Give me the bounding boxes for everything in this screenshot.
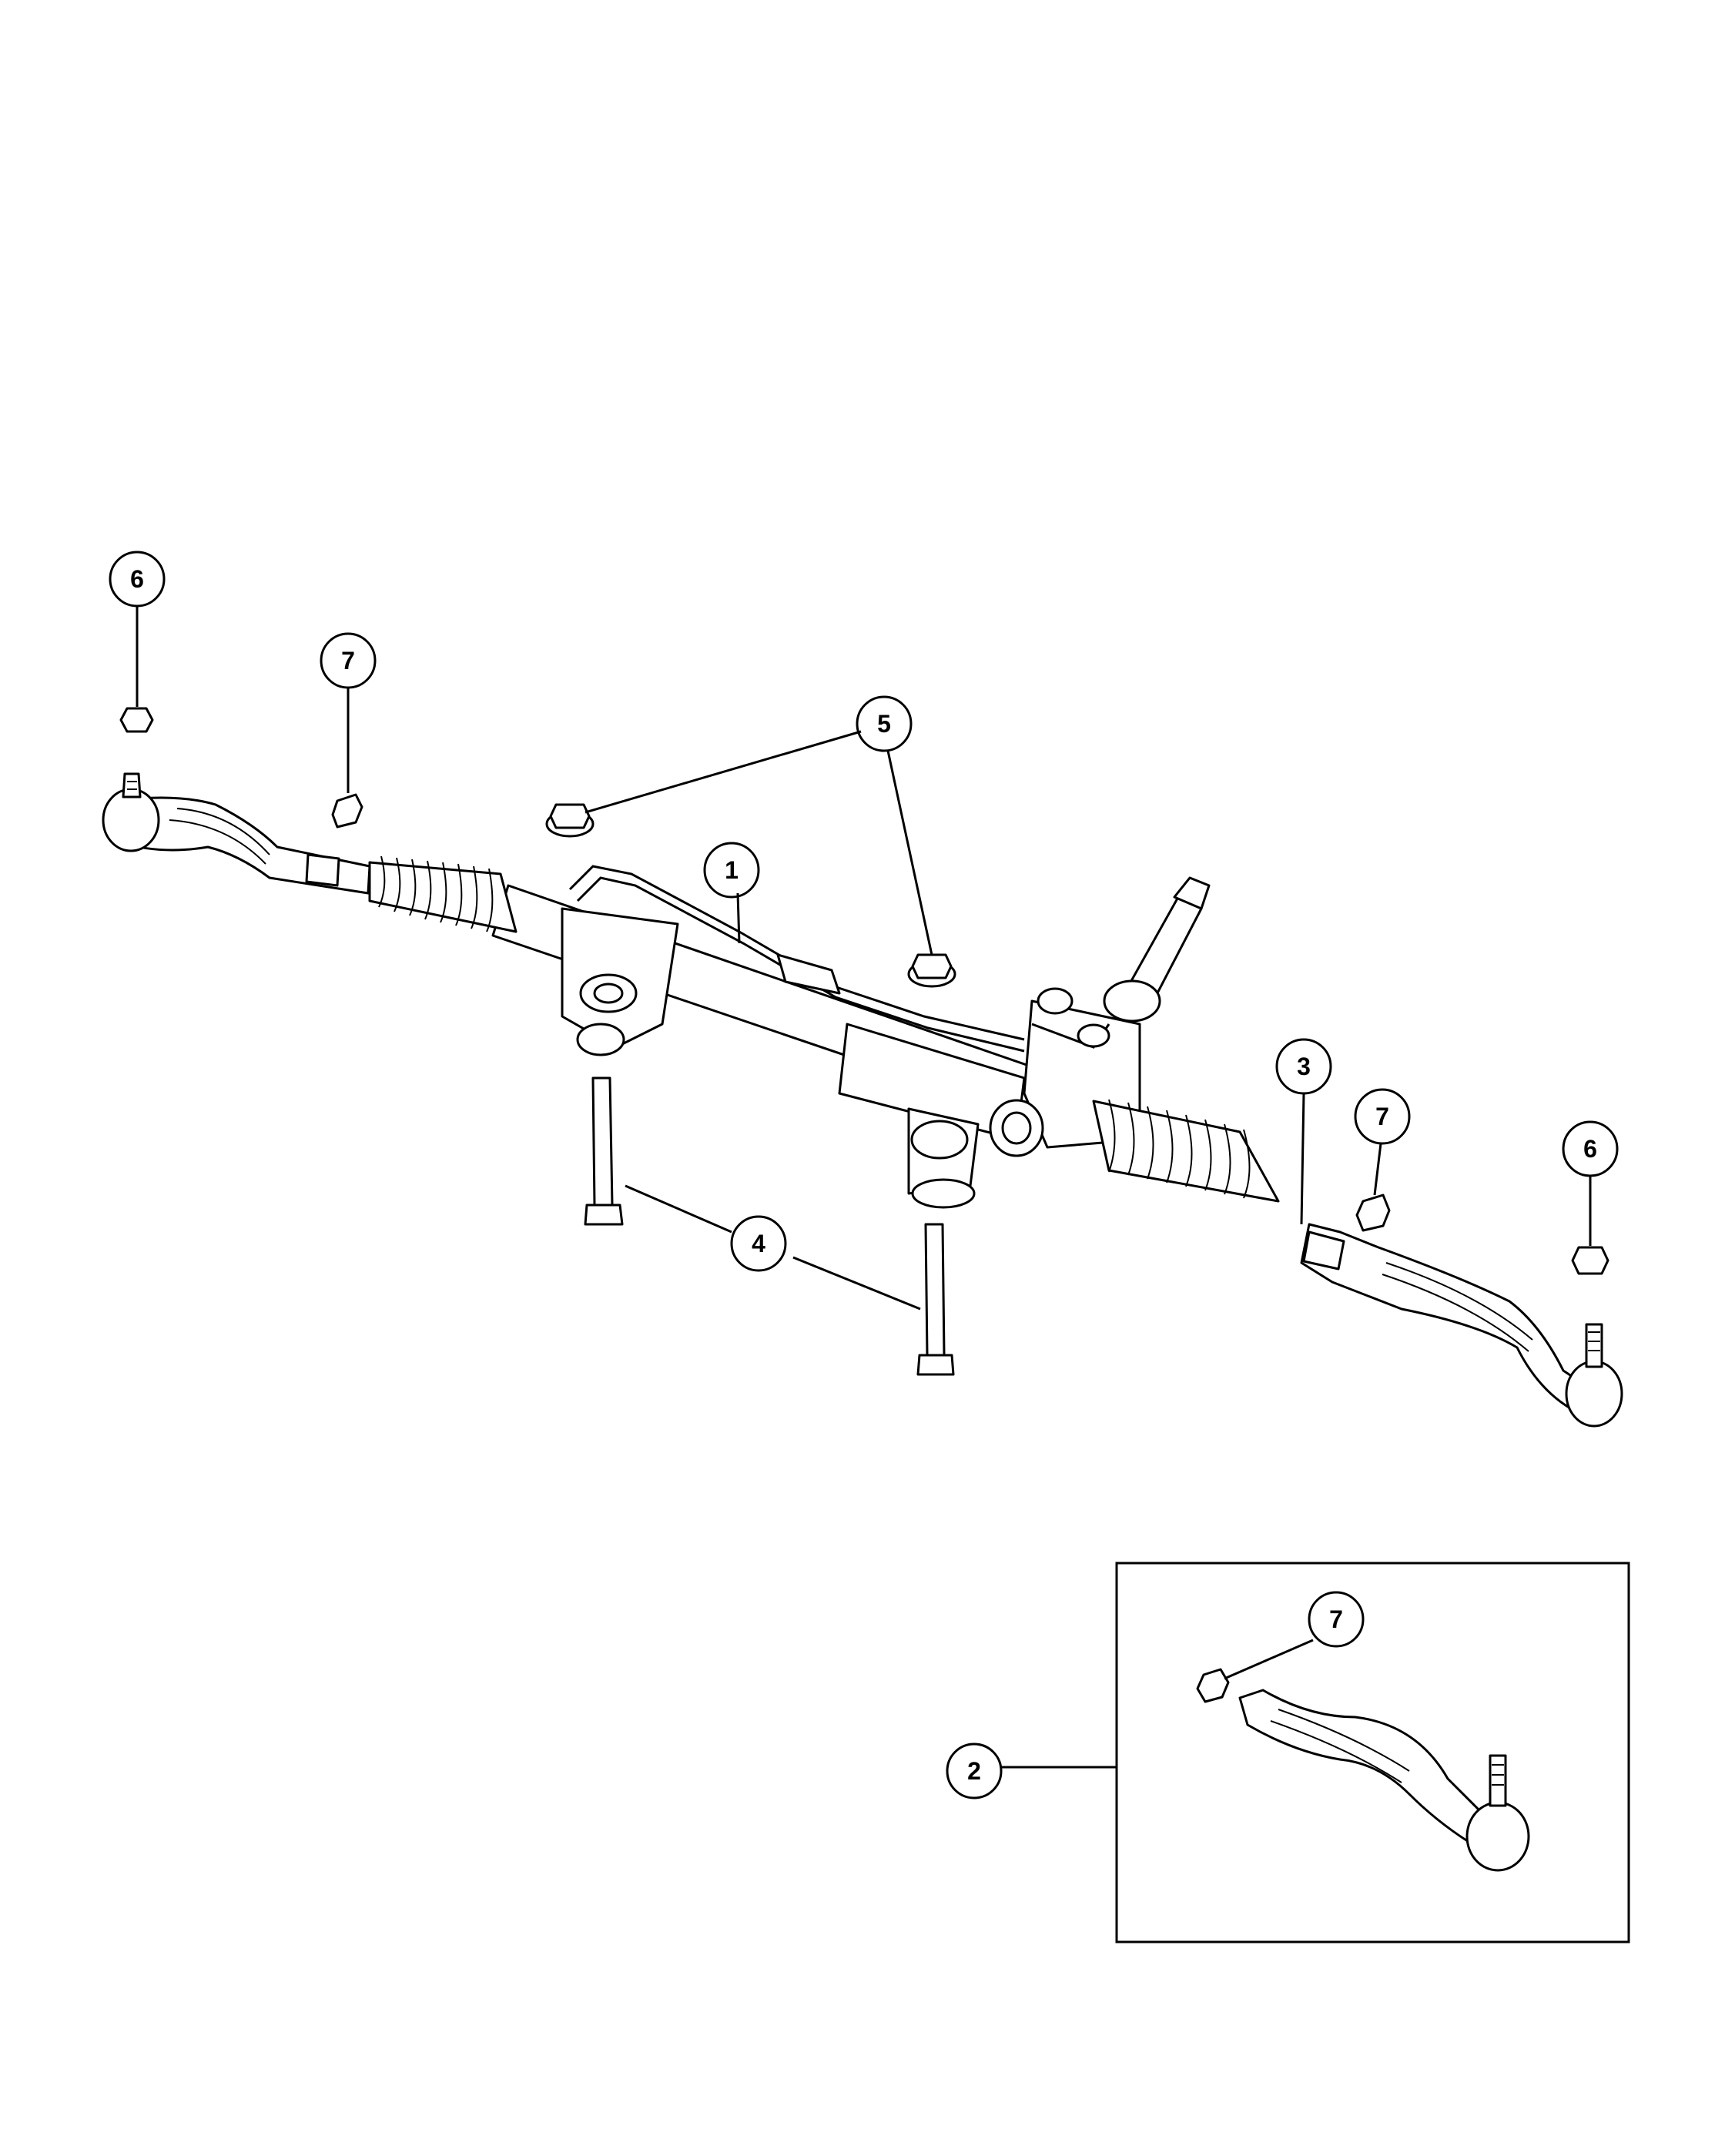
flange-nut-lower	[907, 953, 956, 988]
svg-text:2: 2	[967, 1757, 981, 1785]
callout-3: 3	[1275, 1038, 1332, 1095]
right-bellows-boot	[1092, 1099, 1280, 1203]
jam-nut-left	[331, 793, 363, 829]
svg-text:1: 1	[725, 856, 739, 884]
svg-text:5: 5	[877, 710, 891, 738]
callout-1: 1	[703, 842, 760, 899]
inset-frame	[1115, 1562, 1630, 1943]
svg-text:3: 3	[1297, 1053, 1311, 1080]
flange-nut-upper	[545, 803, 595, 838]
callout-2: 2	[946, 1743, 1003, 1799]
right-tie-rod	[1300, 1223, 1588, 1414]
svg-text:6: 6	[1583, 1135, 1597, 1163]
callout-5: 5	[856, 695, 913, 752]
left-bellows-boot	[368, 855, 518, 933]
svg-text:7: 7	[1375, 1103, 1389, 1130]
tie-rod-end-nut-right	[1571, 1246, 1609, 1275]
callout-6-left: 6	[109, 551, 166, 608]
callout-7-right: 7	[1354, 1088, 1411, 1145]
callout-4: 4	[730, 1215, 787, 1272]
callout-7-left: 7	[320, 632, 377, 689]
callout-7-inset: 7	[1308, 1591, 1365, 1648]
svg-text:7: 7	[1329, 1605, 1343, 1633]
inset-tie-rod-end	[1238, 1689, 1530, 1872]
svg-text:4: 4	[752, 1230, 765, 1257]
tie-rod-end-nut-left	[119, 707, 154, 733]
mounting-bolt-left	[584, 1076, 624, 1226]
inset-jam-nut	[1196, 1668, 1230, 1703]
right-tie-rod-end	[1565, 1323, 1623, 1428]
left-tie-rod-end	[102, 772, 160, 852]
svg-text:6: 6	[130, 565, 144, 593]
left-tie-rod	[114, 796, 371, 895]
leader-lines	[136, 606, 1592, 1769]
callout-6-right: 6	[1562, 1120, 1619, 1177]
rack-and-pinion-assembly	[368, 855, 1280, 1209]
mounting-bolt-right	[916, 1223, 955, 1376]
jam-nut-right	[1355, 1194, 1391, 1232]
svg-text:7: 7	[341, 647, 355, 675]
